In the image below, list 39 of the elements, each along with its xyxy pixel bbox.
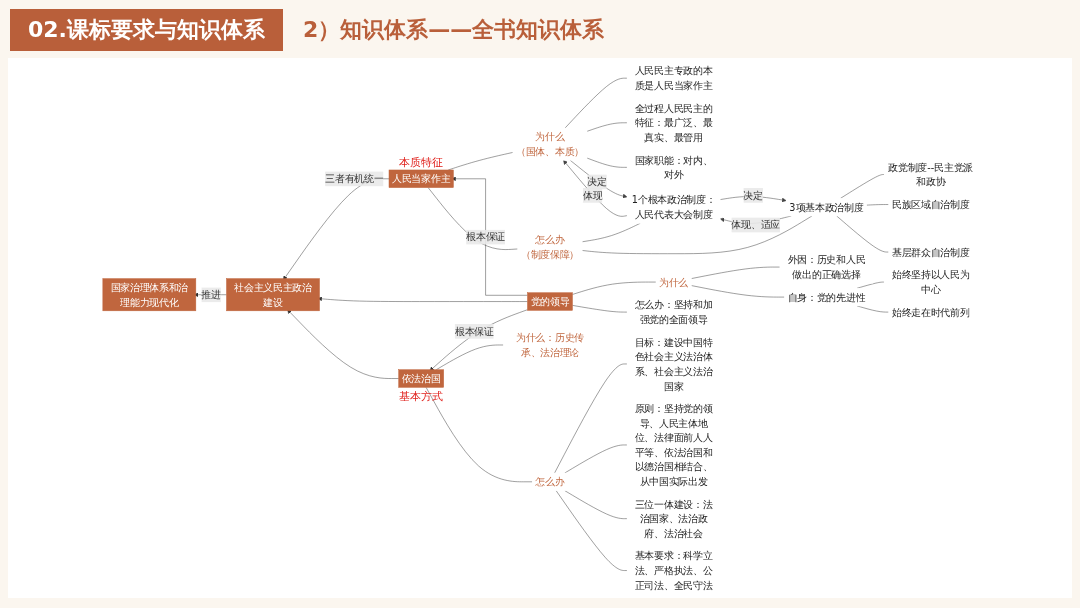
edge-label: 推进 [201,288,221,301]
node-text: 始终坚持以人民为中心 [891,269,970,295]
node-text: 人民民主专政的本质是人民当家作主 [634,65,713,91]
node-box: 人民当家作主 [388,169,454,188]
edge-label: 决定 [587,176,607,188]
node-caption: 本质特征 [399,156,444,170]
node-text: 外因：历史和人民做出的正确选择 [787,254,866,280]
node-text: 3项基本政治制度 [789,201,864,213]
node-text: 基本要求：科学立法、严格执法、公正司法、全民守法 [634,550,713,591]
node-text: 始终走在时代前列 [891,306,970,318]
node-text: 怎么办：坚持和加强党的全面领导 [634,299,713,325]
node-text: 政党制度--民主党派和政协 [888,161,973,188]
node-box: 党的领导 [527,292,573,311]
node-text: 民族区域自治制度 [891,198,970,211]
node-box: 社会主义民主政治建设 [226,278,320,312]
edge-label: 决定 [743,189,763,201]
node-text: 基层群众自治制度 [891,246,970,258]
title-banner: 02.课标要求与知识体系 [10,9,283,51]
edge-label: 体现、适应 [731,219,780,231]
node-text: 为什么 （国体、本质） [515,131,584,157]
node-text: 三位一体建设：法治国家、法治政府、法治社会 [634,498,713,539]
node-text: 原则：坚持党的领导、人民主体地位、法律面前人人平等、依法治国和以德治国相结合、从中国实际出发 [634,402,713,487]
node-caption: 基本方式 [399,389,444,403]
node-text: 为什么 [659,276,689,288]
node-text: 全过程人民民主的特征：最广泛、最真实、最管用 [634,102,713,143]
subtitle: 2）知识体系——全书知识体系 [303,17,605,42]
node-text: 自身：党的先进性 [787,291,866,303]
node-text: 1个根本政治制度：人民代表大会制度 [631,194,716,220]
node-text: 怎么办 （制度保障） [520,233,580,260]
edge-label: 根本保证 [466,231,505,243]
node-text: 目标：建设中国特色社会主义法治体系、社会主义法治国家 [634,336,713,392]
node-box: 依法治国 [398,369,444,388]
node-text: 国家职能：对内、对外 [634,154,713,181]
edge-label: 三者有机统一 [325,173,384,185]
edge-label: 根本保证 [454,325,494,337]
node-text: 怎么办 [535,476,565,488]
node-box: 国家治理体系和治理能力现代化 [102,278,197,312]
edge-label: 体现 [582,189,603,201]
node-text: 为什么：历史传承、法治理论 [515,331,584,358]
